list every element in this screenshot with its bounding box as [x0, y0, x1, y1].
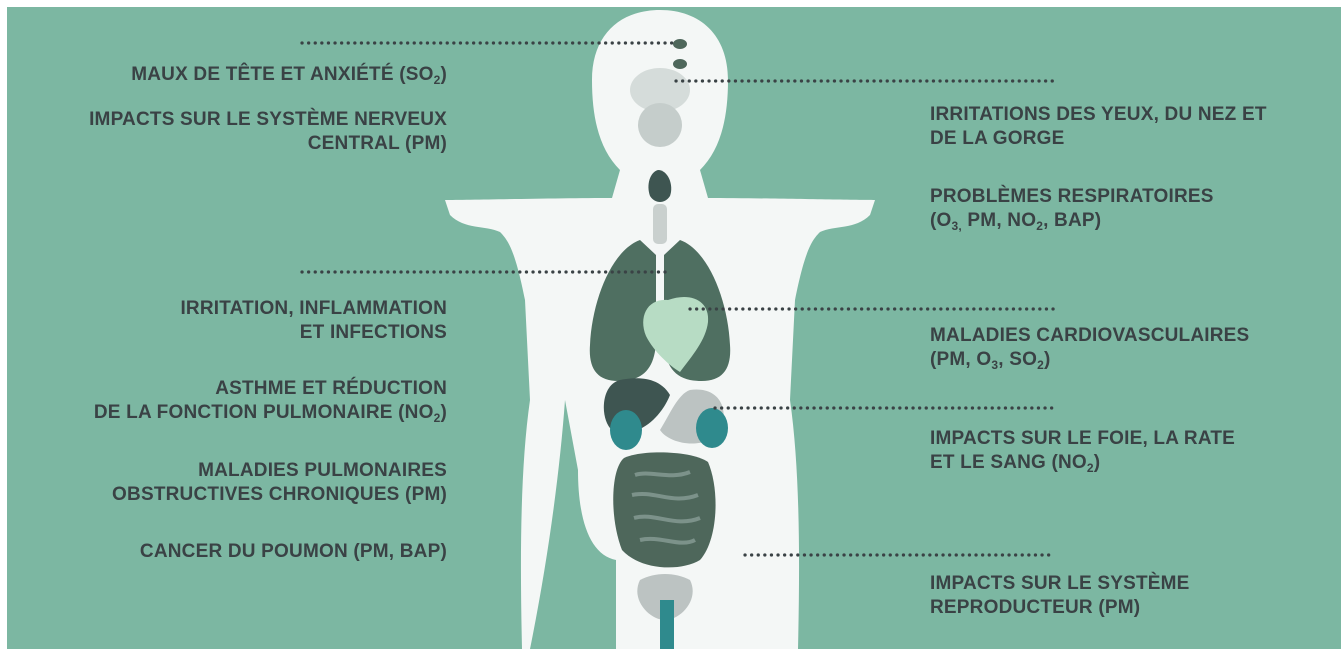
- label-cns-line1: IMPACTS SUR LE SYSTÈME NERVEUX: [89, 108, 447, 132]
- label-copd: MALADIES PULMONAIRES OBSTRUCTIVES CHRONI…: [112, 459, 447, 507]
- right-kidney: [696, 408, 728, 448]
- label-asthma-line1: ASTHME ET RÉDUCTION: [94, 377, 447, 401]
- label-asthma-line2: DE LA FONCTION PULMONAIRE (NO2): [94, 401, 447, 425]
- label-liver-2a-sub: 2: [1087, 461, 1094, 475]
- eye-dot: [673, 39, 687, 49]
- label-repro-line2: REPRODUCTEUR (PM): [930, 596, 1190, 620]
- trachea: [653, 204, 667, 244]
- left-kidney: [610, 410, 642, 450]
- label-cns: IMPACTS SUR LE SYSTÈME NERVEUX CENTRAL (…: [89, 108, 447, 156]
- spine-lower: [660, 600, 674, 649]
- label-cardio-line2: (PM, O3, SO2): [930, 348, 1249, 372]
- label-liver-2b: ): [1094, 452, 1101, 473]
- label-repro-line1: IMPACTS SUR LE SYSTÈME: [930, 572, 1190, 596]
- label-resp-line2: (O3, PM, NO2, BaP): [930, 209, 1214, 233]
- label-resp-2a-sub: 3,: [952, 219, 962, 233]
- label-irritation-line1: IRRITATION, INFLAMMATION: [180, 297, 447, 321]
- label-liver-2a: ET LE SANG (NO: [930, 452, 1087, 473]
- label-respiratory: PROBLÈMES RESPIRATOIRES (O3, PM, NO2, Ba…: [930, 185, 1214, 233]
- label-resp-2b: PM, NO: [962, 210, 1036, 231]
- label-copd-line1: MALADIES PULMONAIRES: [112, 459, 447, 483]
- label-cancer: CANCER DU POUMON (PM, BaP): [140, 540, 447, 564]
- label-cns-line2: CENTRAL (PM): [89, 132, 447, 156]
- intestines: [613, 452, 715, 567]
- label-copd-line2: OBSTRUCTIVES CHRONIQUES (PM): [112, 483, 447, 507]
- label-cardio-2b-sub: 2: [1037, 358, 1044, 372]
- label-resp-line1: PROBLÈMES RESPIRATOIRES: [930, 185, 1214, 209]
- label-eyes-line2: DE LA GORGE: [930, 127, 1267, 151]
- label-liver-line1: IMPACTS SUR LE FOIE, LA RATE: [930, 427, 1235, 451]
- label-eyes-line1: IRRITATIONS DES YEUX, DU NEZ ET: [930, 103, 1267, 127]
- label-headache-text: MAUX DE TÊTE ET ANXIÉTÉ (SO: [131, 64, 433, 85]
- nose-dot: [673, 59, 687, 69]
- label-asthma-end: ): [440, 402, 447, 423]
- label-headache-end: ): [440, 64, 447, 85]
- label-liver-line2: ET LE SANG (NO2): [930, 451, 1235, 475]
- label-cardio-2a: (PM, O: [930, 349, 991, 370]
- label-cardio-2c: ): [1044, 349, 1051, 370]
- label-asthma-line2-text: DE LA FONCTION PULMONAIRE (NO: [94, 402, 434, 423]
- label-headache: MAUX DE TÊTE ET ANXIÉTÉ (SO2): [131, 63, 447, 87]
- label-eyes: IRRITATIONS DES YEUX, DU NEZ ET DE LA GO…: [930, 103, 1267, 151]
- label-irritation-line2: ET INFECTIONS: [180, 321, 447, 345]
- label-asthma: ASTHME ET RÉDUCTION DE LA FONCTION PULMO…: [94, 377, 447, 425]
- label-cardio-line1: MALADIES CARDIOVASCULAIRES: [930, 324, 1249, 348]
- label-resp-2c: , BaP): [1043, 210, 1101, 231]
- label-cancer-text: CANCER DU POUMON (PM, BaP): [140, 541, 447, 562]
- head-shade: [638, 103, 682, 147]
- label-reproductive: IMPACTS SUR LE SYSTÈME REPRODUCTEUR (PM): [930, 572, 1190, 620]
- label-resp-2a: (O: [930, 210, 952, 231]
- label-liver: IMPACTS SUR LE FOIE, LA RATE ET LE SANG …: [930, 427, 1235, 475]
- label-irritation: IRRITATION, INFLAMMATION ET INFECTIONS: [180, 297, 447, 345]
- label-cardio: MALADIES CARDIOVASCULAIRES (PM, O3, SO2): [930, 324, 1249, 372]
- label-cardio-2b: , SO: [998, 349, 1037, 370]
